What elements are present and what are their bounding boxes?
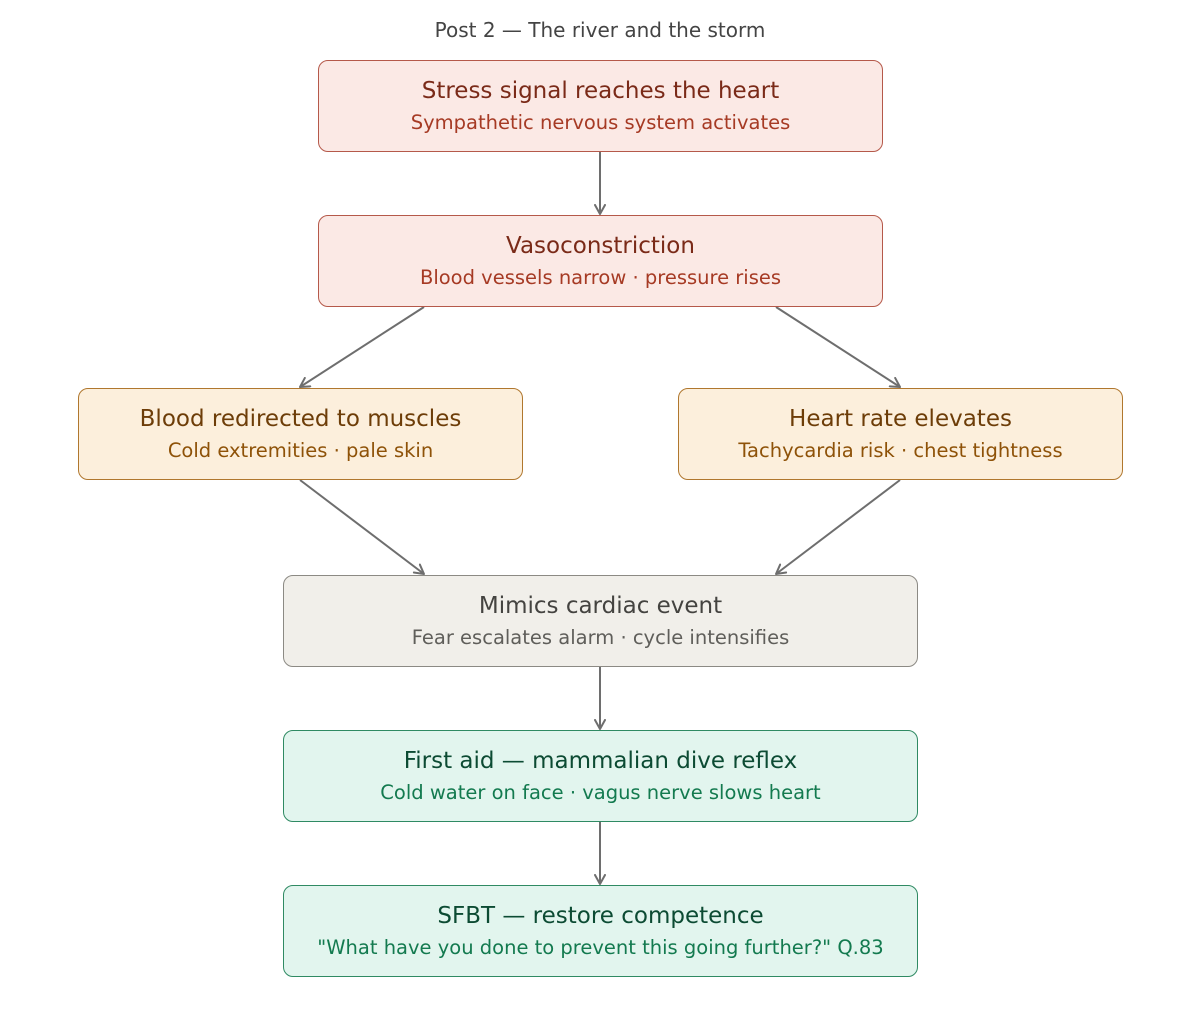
arrow-vasoconstriction-to-blood-redirected (299, 306, 425, 388)
arrow-vasoconstriction-to-heart-rate (775, 306, 901, 388)
node-subtext: Fear escalates alarm · cycle intensifies (411, 625, 790, 649)
node-subtext: Sympathetic nervous system activates (410, 110, 791, 134)
node-first-aid: First aid — mammalian dive reflex Cold w… (283, 730, 918, 822)
node-heart-rate: Heart rate elevates Tachycardia risk · c… (678, 388, 1123, 480)
node-vasoconstriction: Vasoconstriction Blood vessels narrow · … (318, 215, 883, 307)
node-heading: Vasoconstriction (506, 232, 695, 259)
node-stress-signal: Stress signal reaches the heart Sympathe… (318, 60, 883, 152)
diagram-title: Post 2 — The river and the storm (434, 18, 766, 42)
node-subtext: "What have you done to prevent this goin… (317, 935, 884, 959)
node-sfbt: SFBT — restore competence "What have you… (283, 885, 918, 977)
node-heading: Stress signal reaches the heart (421, 77, 780, 104)
node-heading: First aid — mammalian dive reflex (403, 747, 798, 774)
arrow-heart-rate-to-cardiac-event (775, 479, 901, 575)
node-heading: Heart rate elevates (789, 405, 1012, 432)
node-cardiac-event: Mimics cardiac event Fear escalates alar… (283, 575, 918, 667)
node-subtext: Blood vessels narrow · pressure rises (419, 265, 782, 289)
node-heading: SFBT — restore competence (437, 902, 764, 929)
node-subtext: Cold water on face · vagus nerve slows h… (380, 780, 821, 804)
arrow-blood-redirected-to-cardiac-event (299, 479, 425, 575)
node-blood-redirected: Blood redirected to muscles Cold extremi… (78, 388, 523, 480)
node-heading: Blood redirected to muscles (139, 405, 462, 432)
node-subtext: Tachycardia risk · chest tightness (738, 438, 1063, 462)
node-subtext: Cold extremities · pale skin (167, 438, 434, 462)
node-heading: Mimics cardiac event (478, 592, 723, 619)
